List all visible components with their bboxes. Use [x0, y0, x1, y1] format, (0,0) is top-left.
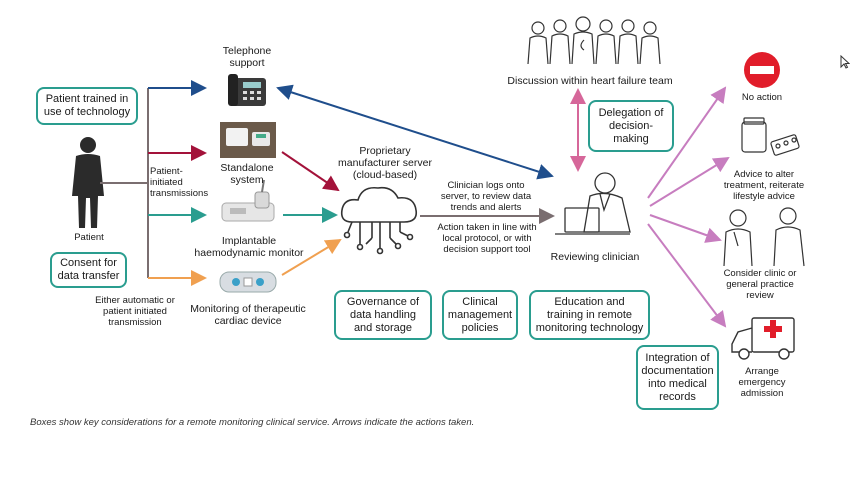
- clinic-review-icon: [723, 207, 805, 267]
- no-entry-icon: [744, 52, 780, 88]
- standalone-label: Standalone system: [220, 162, 274, 186]
- consent-box: Consent for data transfer: [50, 252, 127, 288]
- no-action-label: No action: [741, 92, 783, 103]
- heart-failure-team-icon: [527, 16, 661, 65]
- patient-label: Patient: [74, 232, 104, 243]
- patient-trained-box: Patient trained in use of technology: [36, 87, 138, 125]
- emergency-label: Arrange emergency admission: [738, 366, 786, 399]
- implantable-label: Implantable haemodynamic monitor: [194, 235, 304, 259]
- telephone-icon: [228, 74, 266, 106]
- automatic-transmission-label: Either automatic or patient initiated tr…: [95, 295, 175, 328]
- advice-label: Advice to alter treatment, reiterate lif…: [723, 169, 805, 202]
- patient-initiated-label: Patient-initiated transmissions: [150, 166, 209, 199]
- reviewing-clinician-label: Reviewing clinician: [550, 251, 640, 263]
- medication-icon: [741, 117, 800, 156]
- clinician-logs-label: Clinician logs onto server, to review da…: [440, 180, 532, 213]
- server-label: Proprietary manufacturer server (cloud-b…: [338, 145, 432, 181]
- mouse-cursor-icon: [840, 55, 850, 69]
- cloud-icon: [340, 186, 418, 255]
- policies-box: Clinical management policies: [442, 290, 518, 340]
- governance-box: Governance of data handling and storage: [334, 290, 432, 340]
- telephone-label: Telephone support: [222, 45, 272, 69]
- integration-box: Integration of documentation into medica…: [636, 345, 719, 410]
- team-label: Discussion within heart failure team: [507, 75, 673, 87]
- action-taken-label: Action taken in line with local protocol…: [437, 222, 537, 255]
- clinic-review-label: Consider clinic or general practice revi…: [723, 268, 797, 301]
- patient-icon: [72, 137, 104, 228]
- implantable-monitor-icon: [221, 179, 275, 222]
- ambulance-icon: [731, 317, 795, 360]
- delegation-box: Delegation of decision-making: [588, 100, 674, 152]
- education-box: Education and training in remote monitor…: [529, 290, 650, 340]
- reviewing-clinician-icon: [555, 172, 631, 235]
- cardiac-device-monitor-icon: [219, 271, 277, 293]
- figure-caption: Boxes show key considerations for a remo…: [30, 417, 475, 428]
- standalone-system-icon: [220, 122, 276, 158]
- cardiac-device-label: Monitoring of therapeutic cardiac device: [190, 303, 306, 327]
